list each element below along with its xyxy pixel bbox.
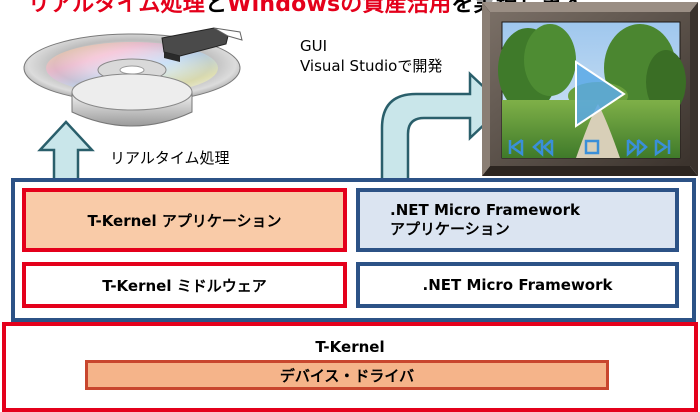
tkernel-middleware-box: T-Kernel ミドルウェア xyxy=(22,262,347,308)
fast-forward-icon xyxy=(626,139,648,157)
tkernel-middleware-label: T-Kernel ミドルウェア xyxy=(102,276,267,295)
netmf-application-label-line2: アプリケーション xyxy=(390,220,510,238)
video-player-icon xyxy=(482,2,698,176)
gui-label-line2: Visual Studioで開発 xyxy=(300,57,443,75)
headline-part1: リアルタイム処理 xyxy=(28,0,205,17)
play-icon xyxy=(575,60,626,128)
gui-label: GUI Visual Studioで開発 xyxy=(300,36,442,76)
tkernel-application-label: T-Kernel アプリケーション xyxy=(87,211,282,230)
gui-label-line1: GUI xyxy=(300,37,328,55)
device-driver-label: デバイス・ドライバ xyxy=(279,366,415,385)
stop-icon xyxy=(584,139,600,155)
skip-forward-icon xyxy=(654,138,671,157)
realtime-label: リアルタイム処理 xyxy=(110,149,230,167)
skip-back-icon xyxy=(508,138,524,157)
headline-part3: Windowsの資産活用 xyxy=(227,0,452,17)
headline-part2: と xyxy=(204,0,228,17)
netmf-application-box: .NET Micro Framework アプリケーション xyxy=(356,188,679,252)
tkernel-application-box: T-Kernel アプリケーション xyxy=(22,188,347,252)
tkernel-label: T-Kernel xyxy=(315,338,385,356)
netmf-runtime-label: .NET Micro Framework xyxy=(422,276,613,294)
netmf-application-label-line1: .NET Micro Framework xyxy=(390,201,580,219)
cd-disc-icon xyxy=(23,27,243,127)
device-driver-box: デバイス・ドライバ xyxy=(85,360,609,390)
netmf-runtime-box: .NET Micro Framework xyxy=(356,262,679,308)
rewind-icon xyxy=(532,139,554,157)
